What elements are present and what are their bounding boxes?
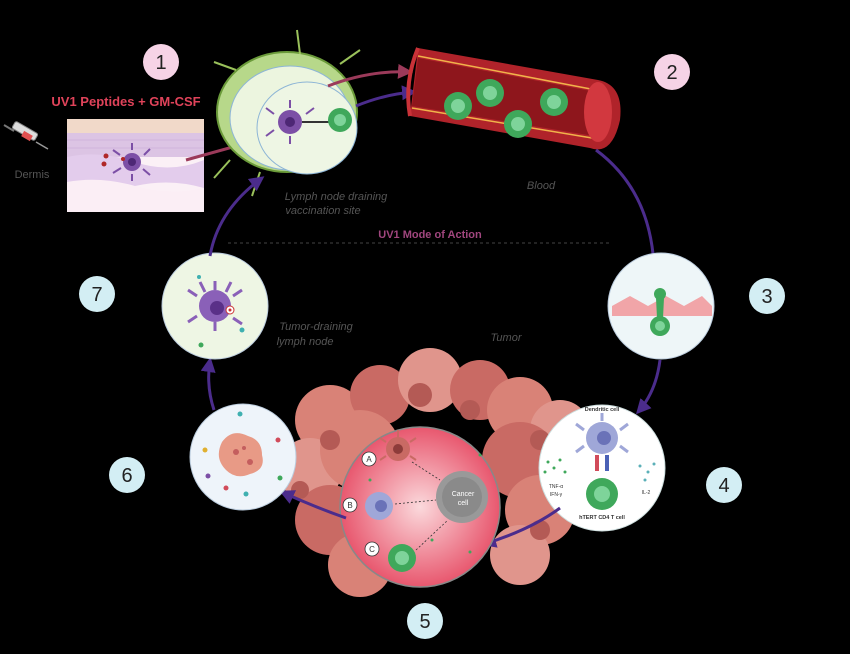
il2-label: IL-2: [642, 490, 651, 496]
arrow-lymph-back-to-start: [208, 176, 265, 257]
tcell-label: hTERT CD4 T cell: [579, 515, 625, 521]
tumor-label: Tumor: [491, 332, 523, 344]
arrow-lymph-to-vessel-2: [355, 85, 417, 108]
blood-vessel: [406, 47, 621, 150]
center-label: UV1 Mode of Action: [378, 229, 482, 241]
syringe-icon: [3, 121, 49, 150]
dermis-label: Dermis: [15, 169, 50, 181]
step-badge-3: 3: [749, 278, 785, 314]
vaccine-title: UV1 Peptides + GM-CSF: [51, 94, 200, 109]
tnf-label: TNF-α: [549, 484, 563, 490]
lymph-node-site-label-1: Lymph node draining: [285, 191, 388, 203]
arrow-vessel-to-extravasation: [595, 148, 661, 269]
sub-step-b: B: [347, 501, 352, 510]
svg-text:4: 4: [718, 475, 729, 497]
extravasation-circle: [607, 252, 715, 360]
svg-text:6: 6: [121, 465, 132, 487]
ifn-label: IFN-γ: [550, 492, 563, 498]
cancer-cell-label-2: cell: [458, 500, 469, 507]
lymph-node-vaccination: [213, 29, 361, 197]
arrow-tumor-to-fragments: [279, 490, 347, 520]
dc-tcell-interaction-circle: Dendritic cell hTERT CD4 T cell TNF-α IF…: [538, 404, 666, 532]
tumor-lymph-label-2: lymph node: [277, 336, 334, 348]
step-badge-1: 1: [143, 44, 179, 80]
cancer-cell-label-1: Cancer: [452, 491, 475, 498]
step-badge-6: 6: [109, 457, 145, 493]
step-badge-2: 2: [654, 54, 690, 90]
arrow-lymph-to-vessel-1: [327, 63, 413, 88]
arrow-fragments-to-lymph: [200, 357, 216, 411]
svg-text:7: 7: [91, 284, 102, 306]
skin-panel: [67, 119, 204, 212]
svg-text:2: 2: [666, 62, 677, 84]
lymph-node-site-label-2: vaccination site: [285, 205, 360, 217]
arrow-extravasation-to-interaction: [635, 359, 662, 415]
svg-text:3: 3: [761, 286, 772, 308]
blood-label: Blood: [527, 180, 556, 192]
svg-text:1: 1: [155, 52, 166, 74]
sub-step-c: C: [369, 545, 375, 554]
tumor-attack-circle: Cancer cell A B C: [339, 426, 501, 588]
step-badge-4: 4: [706, 467, 742, 503]
step-badge-5: 5: [407, 603, 443, 639]
tumor-fragments-circle: [189, 403, 297, 511]
dendritic-cell-label: Dendritic cell: [585, 407, 620, 413]
svg-text:5: 5: [419, 611, 430, 633]
sub-step-a: A: [366, 455, 372, 464]
tumor-lymph-label-1: Tumor-draining: [279, 321, 353, 333]
tumor-draining-lymph-circle: [161, 252, 269, 360]
step-badge-7: 7: [79, 276, 115, 312]
skin-dendritic-cell: [112, 143, 151, 181]
